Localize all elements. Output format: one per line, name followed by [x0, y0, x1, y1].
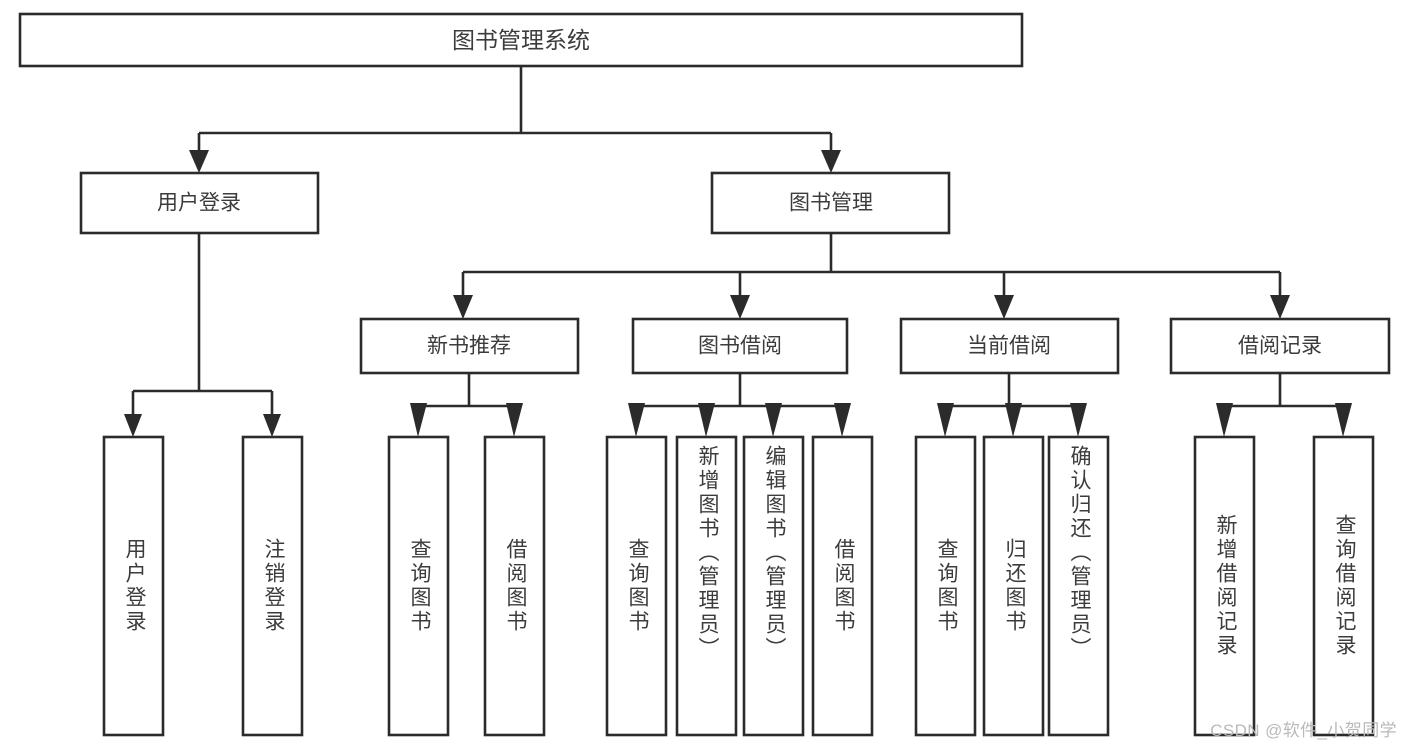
- arrowhead-leaf-add-book-admin: [698, 403, 715, 437]
- arrowhead-leaf-query-book-3: [937, 403, 954, 437]
- node-box-leaf-borrow-book-2[interactable]: [811, 435, 874, 737]
- arrowhead-borrow-record: [1270, 295, 1290, 319]
- node-label-current-borrow: 当前借阅: [967, 335, 1051, 358]
- node-label-title: 图书管理系统: [452, 27, 590, 53]
- node-box-leaf-query-book-1[interactable]: [387, 435, 450, 737]
- node-box-user-login[interactable]: [79, 171, 320, 235]
- node-label-book-management: 图书管理: [789, 192, 873, 215]
- arrowhead-book-management: [821, 150, 841, 173]
- arrowhead-current-borrow: [994, 295, 1014, 319]
- node-label-new-book-recommend: 新书推荐: [427, 335, 511, 358]
- arrowhead-book-borrow: [730, 295, 750, 319]
- arrowhead-leaf-borrow-book-2: [834, 403, 851, 437]
- arrowhead-leaf-query-book-2: [628, 403, 645, 437]
- node-box-current-borrow[interactable]: [899, 317, 1120, 375]
- node-box-leaf-edit-book-admin[interactable]: [742, 435, 805, 737]
- node-box-leaf-add-borrow-record[interactable]: [1193, 435, 1256, 737]
- arrowhead-new-book-recommend: [453, 295, 473, 319]
- node-box-leaf-add-book-admin[interactable]: [675, 435, 738, 737]
- node-box-title[interactable]: [18, 12, 1024, 68]
- arrowhead-leaf-confirm-return-admin: [1070, 403, 1087, 437]
- node-box-book-borrow[interactable]: [631, 317, 849, 375]
- node-box-borrow-record[interactable]: [1169, 317, 1391, 375]
- node-box-leaf-query-borrow-record[interactable]: [1312, 435, 1375, 737]
- node-label-borrow-record: 借阅记录: [1238, 335, 1322, 358]
- arrowhead-leaf-add-borrow-record: [1216, 403, 1233, 437]
- node-layer: 图书管理系统 用户登录 图书管理 新书推荐 图书借阅 当前借阅 借阅记录: [18, 12, 1391, 737]
- arrowhead-leaf-user-login: [124, 414, 142, 437]
- arrowhead-leaf-borrow-book-1: [506, 403, 523, 437]
- node-label-user-login: 用户登录: [157, 192, 241, 215]
- arrowhead-leaf-logout-login: [263, 414, 281, 437]
- csdn-watermark: CSDN @软件_小贺同学: [1210, 721, 1397, 740]
- node-box-leaf-borrow-book-1[interactable]: [483, 435, 546, 737]
- node-label-book-borrow: 图书借阅: [698, 335, 782, 358]
- node-box-new-book-recommend[interactable]: [359, 317, 580, 375]
- node-box-leaf-query-book-2[interactable]: [605, 435, 668, 737]
- arrowhead-leaf-query-borrow-record: [1335, 403, 1352, 437]
- arrowhead-leaf-return-book: [1005, 403, 1022, 437]
- node-box-leaf-return-book[interactable]: [982, 435, 1045, 737]
- node-box-leaf-logout-login[interactable]: [241, 435, 304, 737]
- node-box-leaf-confirm-return-admin[interactable]: [1047, 435, 1110, 737]
- arrowhead-leaf-query-book-1: [410, 403, 427, 437]
- arrowhead-user-login: [189, 150, 209, 173]
- node-box-leaf-user-login[interactable]: [102, 435, 165, 737]
- arrowhead-leaf-edit-book-admin: [765, 403, 782, 437]
- node-box-leaf-query-book-3[interactable]: [914, 435, 977, 737]
- node-box-book-management[interactable]: [710, 171, 951, 235]
- arrowhead-layer: [124, 150, 1352, 437]
